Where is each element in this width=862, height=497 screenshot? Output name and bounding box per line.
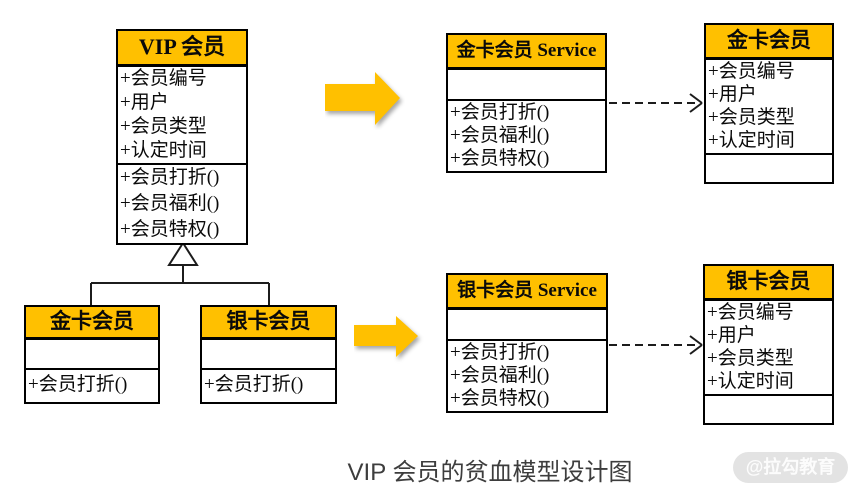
class-box-gold-entity: 金卡会员 +会员编号 +用户 +会员类型 +认定时间 — [704, 23, 834, 184]
diagram-caption: VIP 会员的贫血模型设计图 — [347, 459, 633, 486]
class-title-silver-sub: 银卡会员 — [202, 307, 335, 340]
class-title-gold-sub: 金卡会员 — [26, 307, 158, 340]
block-arrow-right-icon — [325, 72, 400, 125]
class-attribute: +认定时间 — [708, 130, 795, 151]
class-method: +会员打折() — [450, 102, 550, 123]
class-method: +会员福利() — [450, 365, 550, 386]
class-box-silver-service: 银卡会员 Service +会员打折() +会员福利() +会员特权() — [446, 273, 608, 413]
class-method: +会员特权() — [450, 388, 550, 409]
class-attribute: +用户 — [707, 325, 756, 346]
class-attribute: +会员类型 — [708, 107, 795, 128]
class-method: +会员特权() — [120, 219, 220, 240]
dependency-dashed-arrow-icon — [609, 93, 703, 355]
class-method: +会员福利() — [450, 125, 550, 146]
class-method: +会员福利() — [120, 193, 220, 214]
class-box-silver-entity: 银卡会员 +会员编号 +用户 +会员类型 +认定时间 — [703, 264, 834, 425]
class-attribute: +会员编号 — [707, 302, 794, 323]
class-title-gold-service: 金卡会员 Service — [448, 35, 605, 70]
watermark-badge: @拉勾教育 — [733, 452, 848, 483]
class-box-gold-sub: 金卡会员 +会员打折() — [24, 305, 160, 404]
class-box-vip: VIP 会员 +会员编号 +用户 +会员类型 +认定时间 +会员打折() +会员… — [116, 29, 248, 245]
class-method: +会员打折() — [28, 374, 128, 395]
class-title-gold-entity: 金卡会员 — [706, 25, 832, 60]
class-method: +会员打折() — [450, 342, 550, 363]
class-title-vip: VIP 会员 — [118, 31, 246, 67]
class-attribute: +会员编号 — [708, 61, 795, 82]
class-box-silver-sub: 银卡会员 +会员打折() — [200, 305, 337, 404]
class-attribute: +会员编号 — [120, 68, 207, 89]
block-arrow-right-icon — [354, 316, 418, 357]
class-method: +会员特权() — [450, 148, 550, 169]
class-attribute: +会员类型 — [120, 116, 207, 137]
inheritance-triangle-icon — [167, 241, 199, 266]
class-box-gold-service: 金卡会员 Service +会员打折() +会员福利() +会员特权() — [446, 33, 607, 173]
class-attribute: +认定时间 — [120, 140, 207, 161]
class-attribute: +用户 — [708, 84, 757, 105]
class-method: +会员打折() — [204, 374, 304, 395]
class-attribute: +用户 — [120, 92, 169, 113]
class-attribute: +认定时间 — [707, 371, 794, 392]
class-method: +会员打折() — [120, 167, 220, 188]
class-title-silver-service: 银卡会员 Service — [448, 275, 606, 310]
class-title-silver-entity: 银卡会员 — [705, 266, 832, 301]
class-attribute: +会员类型 — [707, 348, 794, 369]
